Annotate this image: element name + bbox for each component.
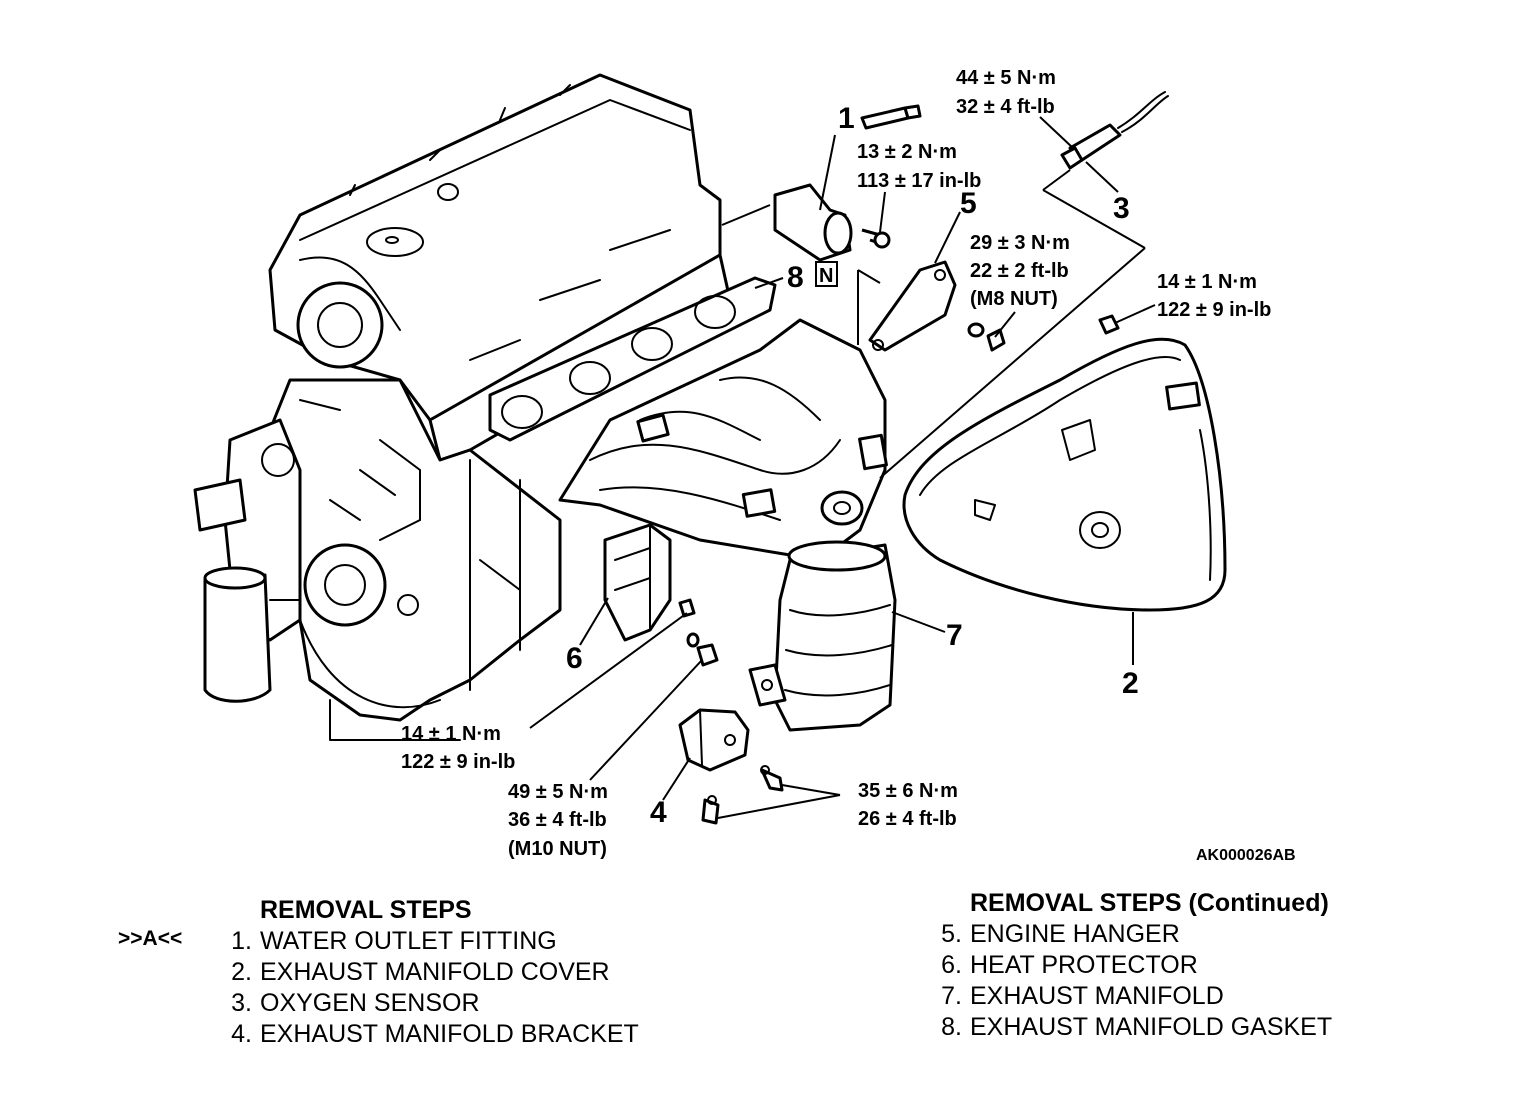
torque-spec-oxygen-sensor: 44 ± 5 N·m 32 ± 4 ft-lb (956, 67, 1056, 118)
step-text: WATER OUTLET FITTING (260, 927, 557, 955)
step-text: EXHAUST MANIFOLD COVER (260, 958, 610, 986)
step-number: 6. (941, 951, 962, 979)
engine-hanger (868, 260, 1006, 352)
leader-lines (529, 116, 1156, 819)
heat-protector (603, 523, 696, 642)
exhaust-manifold-cover (902, 337, 1227, 612)
step-text: OXYGEN SENSOR (260, 989, 480, 1017)
torque-spec-bracket-nut: 49 ± 5 N·m 36 ± 4 ft-lb (M10 NUT) (508, 781, 608, 860)
step-text: EXHAUST MANIFOLD (970, 982, 1224, 1010)
list-item: 8. EXHAUST MANIFOLD GASKET (928, 1012, 1332, 1043)
torque-line: 32 ± 4 ft-lb (956, 96, 1055, 118)
list-item: 1. WATER OUTLET FITTING (218, 926, 639, 957)
list-item: 7. EXHAUST MANIFOLD (928, 981, 1332, 1012)
torque-line: 44 ± 5 N·m (956, 67, 1056, 89)
torque-spec-heat-protector-bolt: 14 ± 1 N·m 122 ± 9 in-lb (401, 723, 515, 773)
torque-line: (M8 NUT) (970, 288, 1058, 310)
callout-8: 8 (787, 261, 804, 294)
list-item: 6. HEAT PROTECTOR (928, 950, 1332, 981)
non-reusable-badge: N (815, 261, 838, 287)
water-outlet-fitting (773, 104, 922, 262)
step-number: 3. (231, 989, 252, 1017)
callout-6: 6 (566, 642, 583, 675)
step-number: 8. (941, 1013, 962, 1041)
step-text: HEAT PROTECTOR (970, 951, 1198, 979)
torque-spec-cover-bolt: 14 ± 1 N·m 122 ± 9 in-lb (1157, 271, 1271, 321)
torque-line: 35 ± 6 N·m (858, 780, 958, 802)
removal-steps-heading: REMOVAL STEPS (260, 896, 472, 924)
torque-spec-bracket-bolts: 35 ± 6 N·m 26 ± 4 ft-lb (858, 780, 958, 830)
torque-line: (M10 NUT) (508, 838, 607, 860)
cover-bolt (1098, 314, 1120, 335)
service-point-marker: >>A<< (118, 927, 183, 950)
torque-line: 29 ± 3 N·m (970, 232, 1070, 254)
torque-line: 22 ± 2 ft-lb (970, 260, 1069, 282)
step-text: EXHAUST MANIFOLD BRACKET (260, 1020, 639, 1048)
torque-line: 26 ± 4 ft-lb (858, 808, 957, 830)
torque-line: 36 ± 4 ft-lb (508, 809, 607, 831)
step-text: ENGINE HANGER (970, 920, 1180, 948)
torque-line: 14 ± 1 N·m (401, 723, 501, 745)
list-item: 2. EXHAUST MANIFOLD COVER (218, 957, 639, 988)
list-item: 4. EXHAUST MANIFOLD BRACKET (218, 1019, 639, 1050)
step-number: 1. (231, 927, 252, 955)
step-number: 2. (231, 958, 252, 986)
callout-7: 7 (946, 619, 963, 652)
step-text: EXHAUST MANIFOLD GASKET (970, 1013, 1333, 1041)
torque-line: 113 ± 17 in-lb (857, 170, 981, 192)
callout-4: 4 (650, 796, 667, 829)
exhaust-manifold-gasket (488, 276, 777, 442)
torque-line: 49 ± 5 N·m (508, 781, 608, 803)
callout-1: 1 (838, 102, 855, 135)
callout-2: 2 (1122, 667, 1139, 700)
oxygen-sensor (1060, 91, 1169, 170)
torque-line: 13 ± 2 N·m (857, 141, 957, 163)
removal-steps-continued-list: REMOVAL STEPS (Continued) 5. ENGINE HANG… (928, 888, 1332, 1043)
callout-5: 5 (960, 187, 977, 220)
torque-spec-water-outlet-bolt: 13 ± 2 N·m 113 ± 17 in-lb (857, 141, 981, 192)
step-number: 4. (231, 1020, 252, 1048)
step-number: 7. (941, 982, 962, 1010)
exhaust-manifold (558, 318, 897, 732)
torque-line: 122 ± 9 in-lb (1157, 299, 1271, 321)
torque-spec-engine-hanger-nut: 29 ± 3 N·m 22 ± 2 ft-lb (M8 NUT) (970, 232, 1070, 310)
removal-steps-continued-heading: REMOVAL STEPS (Continued) (970, 889, 1329, 917)
figure-id: AK000026AB (1196, 847, 1296, 864)
torque-line: 122 ± 9 in-lb (401, 751, 515, 773)
list-item: 5. ENGINE HANGER (928, 919, 1332, 950)
removal-steps-list: REMOVAL STEPS 1. WATER OUTLET FITTING 2.… (218, 895, 639, 1050)
removal-steps-continued-heading-row: REMOVAL STEPS (Continued) (928, 888, 1332, 919)
step-number: 5. (941, 920, 962, 948)
exhaust-manifold-bracket (678, 632, 784, 825)
torque-line: 14 ± 1 N·m (1157, 271, 1257, 293)
list-item: 3. OXYGEN SENSOR (218, 988, 639, 1019)
callout-3: 3 (1113, 192, 1130, 225)
removal-steps-heading-row: REMOVAL STEPS (218, 895, 639, 926)
non-reusable-badge-label: N (819, 265, 833, 287)
